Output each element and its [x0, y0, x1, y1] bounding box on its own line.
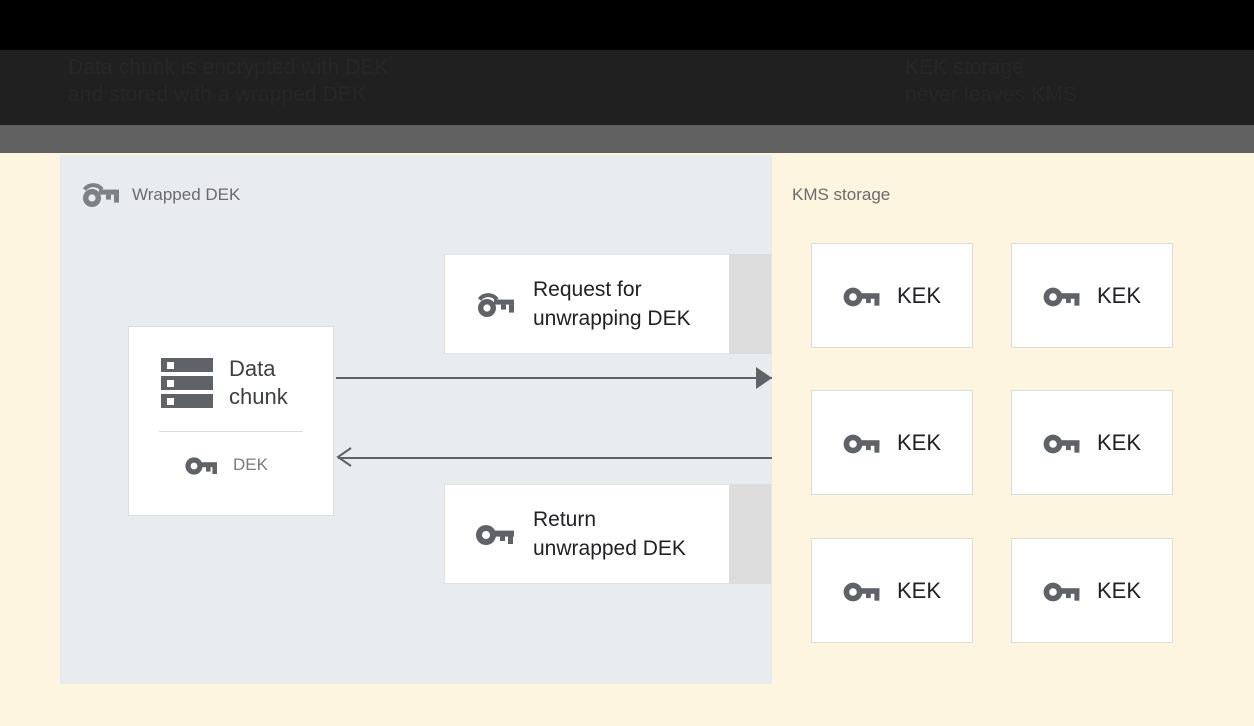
data-chunk-title: Data chunk	[229, 356, 288, 409]
wrapped-dek-label: Wrapped DEK	[132, 185, 241, 204]
storage-stack-icon	[161, 358, 213, 408]
kek-card[interactable]: KEK	[1011, 243, 1173, 348]
wrapped-key-icon	[475, 289, 515, 319]
kek-label: KEK	[896, 577, 942, 603]
header-gray-band	[0, 125, 1254, 153]
kek-label: KEK	[1096, 429, 1142, 455]
kek-card[interactable]: KEK	[811, 390, 973, 495]
kms-storage-label: KMS storage	[792, 185, 891, 204]
wrapped-key-icon	[80, 180, 120, 208]
header-right-caption: KEK storage never leaves KMS	[905, 56, 1078, 106]
request-unwrap-text: Request for unwrapping DEK	[533, 278, 691, 330]
return-arrow	[338, 457, 772, 459]
request-arrow	[336, 377, 772, 379]
kek-label: KEK	[896, 429, 942, 455]
key-icon	[185, 454, 217, 476]
request-arrowhead-icon	[756, 367, 772, 389]
request-unwrap-card[interactable]: Request for unwrapping DEK	[444, 254, 772, 354]
header-dark-band	[0, 50, 1254, 125]
data-chunk-card[interactable]: Data chunk DEK	[128, 326, 334, 516]
header-left-caption: Data chunk is encrypted with DEK and sto…	[68, 56, 389, 106]
dek-label: DEK	[233, 455, 268, 474]
return-unwrapped-text: Return unwrapped DEK	[533, 508, 686, 560]
kek-label: KEK	[896, 282, 942, 308]
card-divider	[159, 431, 303, 432]
key-icon	[1043, 284, 1081, 308]
key-icon	[843, 579, 881, 603]
key-icon	[1043, 579, 1081, 603]
key-icon	[475, 521, 515, 547]
kek-card[interactable]: KEK	[811, 538, 973, 643]
key-icon	[1043, 431, 1081, 455]
top-black-band	[0, 0, 1254, 50]
key-icon	[843, 284, 881, 308]
key-icon	[843, 431, 881, 455]
kek-label: KEK	[1096, 282, 1142, 308]
kek-card[interactable]: KEK	[1011, 390, 1173, 495]
kek-label: KEK	[1096, 577, 1142, 603]
return-unwrapped-card[interactable]: Return unwrapped DEK	[444, 484, 772, 584]
kek-card[interactable]: KEK	[811, 243, 973, 348]
kek-card[interactable]: KEK	[1011, 538, 1173, 643]
return-arrowhead-icon	[336, 447, 352, 467]
